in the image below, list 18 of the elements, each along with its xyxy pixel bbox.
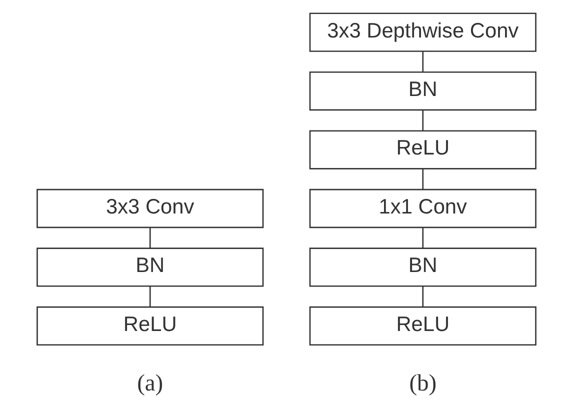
connector [422,51,424,72]
connector [422,168,424,190]
node-box: BN [308,248,536,287]
node-box: ReLU [36,306,264,346]
node-box: 1x1 Conv [308,188,536,228]
connector [422,110,424,131]
label: (b) [408,370,436,396]
node-box: BN [308,71,536,111]
node-box: 3x3 Conv [36,188,264,228]
node-box: ReLU [308,130,536,170]
label: (a) [136,370,163,396]
connector [148,286,150,307]
node-box: ReLU [308,306,536,346]
connector [422,286,424,307]
connector [148,228,150,248]
connector [422,228,424,248]
node-box: BN [36,248,264,287]
node-box: 3x3 Depthwise Conv [308,12,536,52]
